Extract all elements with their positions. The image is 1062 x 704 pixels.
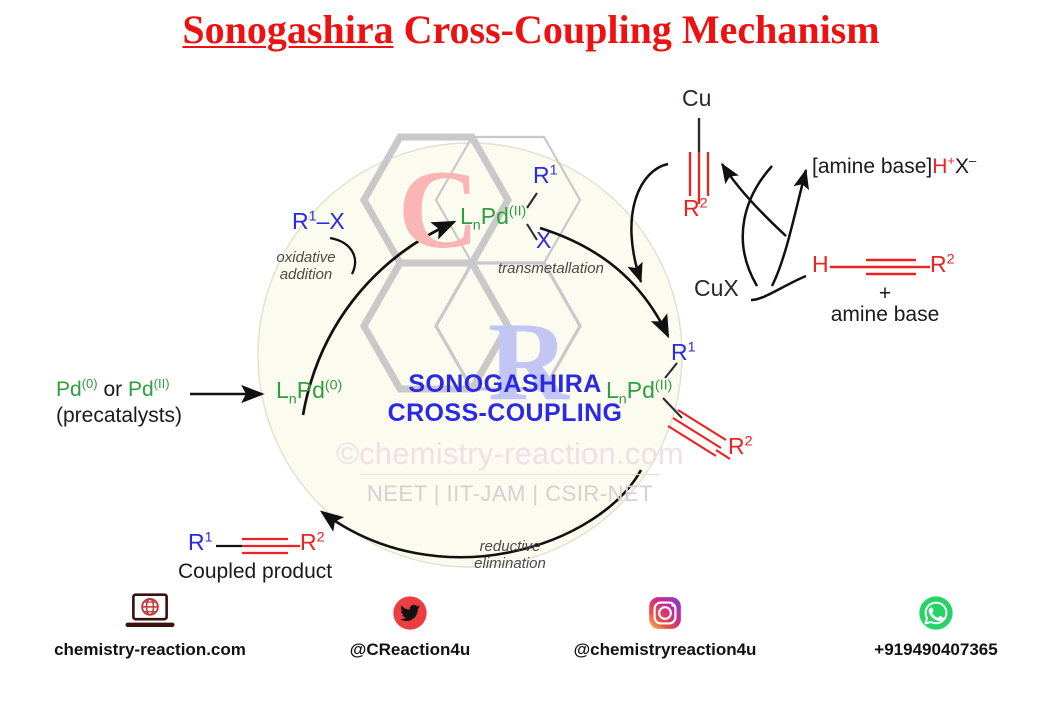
arrow-alkyne-to-cuacetylide [720,162,787,237]
hexagon-right-upper [434,135,582,265]
footer-label-instagram: @chemistryreaction4u [573,640,757,659]
lnpd2-top-r1: R1 [533,162,558,188]
organohalide-species: R1–X [292,208,345,234]
center-brand: SONOGASHIRA CROSS-COUPLING [360,370,650,428]
cu-acetylide-r2: R2 [683,195,708,221]
precatalyst-label: Pd(0) or Pd(II) [56,376,170,401]
twitter-icon [393,596,427,630]
logo-letter-r: R [488,300,569,424]
step-transmetallation: transmetallation [498,260,604,277]
page-title: Sonogashira Cross-Coupling Mechanism [0,6,1062,53]
catalytic-cycle-disc [257,142,683,568]
website-laptop-icon [125,593,175,627]
pd-alkynyl-triple-bond [667,409,727,457]
product-r1: R1 [188,529,213,555]
cu-species: Cu [682,85,712,111]
arrow-cux-regen-tail [741,165,773,287]
alkyne-triple-bond [866,258,916,276]
bond-pd-alkynyl [662,397,683,419]
brand-line-1: SONOGASHIRA [408,370,602,398]
arrow-r1x-feed [329,236,357,275]
lnpd2-top-x: X [536,227,552,253]
footer-social-bar: chemistry-reaction.com @CReaction4u @che… [0,592,1062,704]
footer-label-website: chemistry-reaction.com [54,640,246,659]
footer-item-instagram[interactable]: @chemistryreaction4u [520,592,810,660]
hexagon-logo-watermark [359,133,582,393]
watermark-exams: NEET | IIT-JAM | CSIR-NET [366,481,654,506]
alkyne-h: H [812,251,829,277]
brand-line-2: CROSS-COUPLING [387,398,623,427]
ammonium-salt-species: [amine base]H+X– [812,153,977,178]
arrow-to-ammonium-salt [770,168,810,287]
footer-item-website[interactable]: chemistry-reaction.com [0,592,300,660]
alkyne-r2: R2 [930,251,955,277]
watermark-divider [360,474,660,475]
product-triple-bond [242,537,288,555]
amine-base-label: amine base [830,303,940,326]
product-label: Coupled product [178,560,333,583]
footer-label-twitter: @CReaction4u [349,640,471,659]
instagram-icon [649,597,681,629]
arrow-reductive-elimination-main [319,469,643,559]
logo-letter-c: C [398,148,479,272]
bond-pd-r1-top [526,192,538,209]
bond-alkynyl-r2 [715,449,731,460]
title-underlined-word: Sonogashira [182,7,394,52]
lnpd2-bottom-r1: R1 [671,339,696,365]
cux-species: CuX [694,275,739,301]
lnpd2-bottom-species: LnPd(II) [606,377,673,408]
bond-pd-x-top [526,223,538,241]
watermark-domain: ©chemistry-reaction.com [336,436,684,471]
footer-label-whatsapp: +919490407365 [874,640,998,659]
footer-item-twitter[interactable]: @CReaction4u [300,592,520,660]
alkyne-plus: + [878,282,892,305]
lnpd2-bottom-r2: R2 [728,433,753,459]
whatsapp-icon [919,596,953,630]
arrow-cu-to-pd [627,162,669,284]
bond-pd-r1-bottom [664,362,678,379]
product-r2: R2 [300,529,325,555]
title-rest: Cross-Coupling Mechanism [393,7,880,52]
precatalyst-note: (precatalysts) [56,404,183,427]
arrow-transmetallation-main [539,226,670,339]
footer-item-whatsapp[interactable]: +919490407365 [810,592,1062,660]
lnpd2-top-species: LnPd(II) [460,203,527,234]
arrow-oxidative-addition-main [301,220,457,416]
arrow-alkyne-feed [750,274,807,302]
lnpd0-species: LnPd(0) [276,377,343,408]
cu-acetylide-triple-bond [688,152,710,196]
